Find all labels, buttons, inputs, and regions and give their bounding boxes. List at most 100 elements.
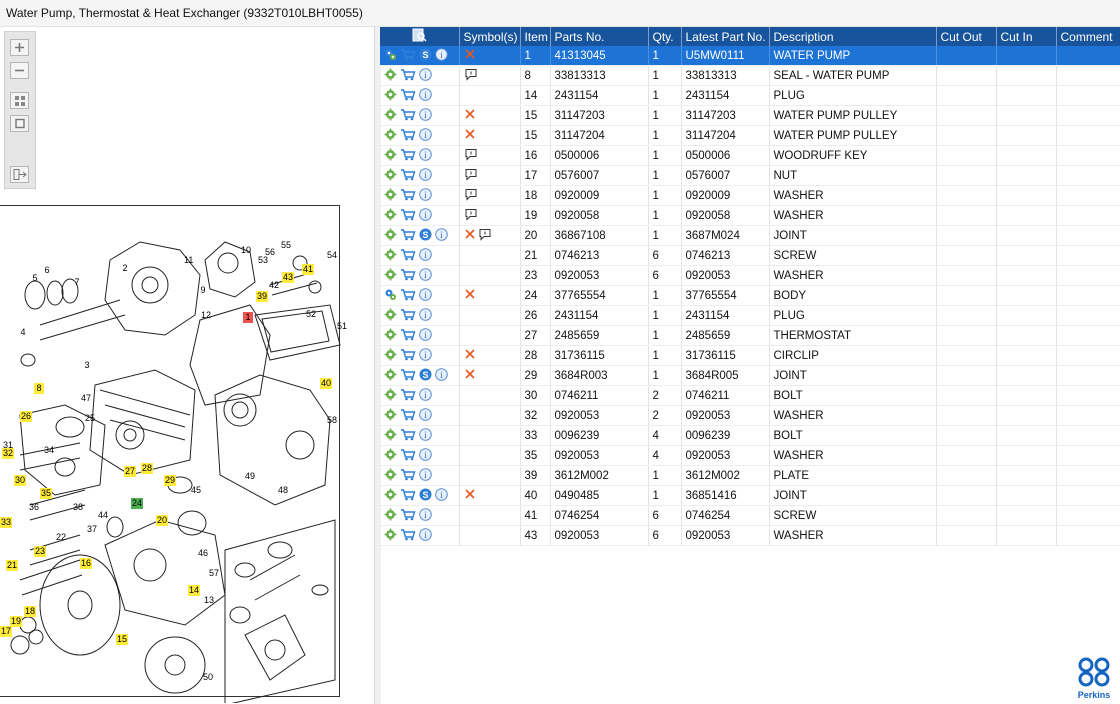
cut-in-cell[interactable] bbox=[996, 265, 1057, 286]
cart-icon[interactable] bbox=[400, 148, 416, 164]
cut-out-cell[interactable] bbox=[936, 285, 997, 306]
cut-out-cell[interactable] bbox=[936, 245, 997, 266]
cut-out-cell[interactable] bbox=[936, 85, 997, 106]
info-icon[interactable]: i bbox=[419, 347, 432, 364]
callout-29[interactable]: 29 bbox=[164, 475, 177, 486]
callout-23[interactable]: 23 bbox=[34, 546, 47, 557]
cut-in-cell[interactable] bbox=[996, 46, 1057, 66]
pane-splitter[interactable] bbox=[374, 27, 381, 704]
cut-out-cell[interactable] bbox=[936, 505, 997, 526]
cart-icon[interactable] bbox=[400, 208, 416, 224]
cut-in-cell[interactable] bbox=[996, 445, 1057, 466]
callout-27[interactable]: 27 bbox=[124, 466, 137, 477]
cut-in-cell[interactable] bbox=[996, 525, 1057, 546]
cut-out-cell[interactable] bbox=[936, 205, 997, 226]
cut-in-cell[interactable] bbox=[996, 85, 1057, 106]
comment-cell[interactable] bbox=[1056, 85, 1120, 106]
fit-to-window-button[interactable] bbox=[10, 92, 29, 109]
info-icon[interactable]: i bbox=[419, 467, 432, 484]
gear-icon[interactable] bbox=[384, 328, 397, 344]
cart-icon[interactable] bbox=[400, 68, 416, 84]
cut-in-cell[interactable] bbox=[996, 165, 1057, 186]
callout-26[interactable]: 26 bbox=[20, 411, 33, 422]
comment-cell[interactable] bbox=[1056, 105, 1120, 126]
column-header-latest-part-no[interactable]: Latest Part No. bbox=[681, 27, 770, 46]
cut-out-cell[interactable] bbox=[936, 105, 997, 126]
callout-20[interactable]: 20 bbox=[156, 515, 169, 526]
comment-cell[interactable] bbox=[1056, 505, 1120, 526]
column-header-cut-out[interactable]: Cut Out bbox=[936, 27, 997, 46]
callout-1[interactable]: 1 bbox=[243, 312, 253, 323]
cut-in-cell[interactable] bbox=[996, 405, 1057, 426]
gear-icon[interactable] bbox=[384, 268, 397, 284]
info-icon[interactable]: i bbox=[435, 227, 448, 244]
cart-icon[interactable] bbox=[400, 328, 416, 344]
cut-in-cell[interactable] bbox=[996, 205, 1057, 226]
cart-icon[interactable] bbox=[400, 108, 416, 124]
callout-28[interactable]: 28 bbox=[141, 463, 154, 474]
comment-cell[interactable] bbox=[1056, 245, 1120, 266]
gear-multi-icon[interactable] bbox=[384, 48, 397, 64]
callout-30[interactable]: 30 bbox=[14, 475, 27, 486]
gear-icon[interactable] bbox=[384, 188, 397, 204]
cut-in-cell[interactable] bbox=[996, 385, 1057, 406]
comment-cell[interactable] bbox=[1056, 165, 1120, 186]
comment-cell[interactable] bbox=[1056, 345, 1120, 366]
note-symbol-icon[interactable] bbox=[464, 168, 478, 184]
callout-14[interactable]: 14 bbox=[188, 585, 201, 596]
gear-icon[interactable] bbox=[384, 68, 397, 84]
gear-icon[interactable] bbox=[384, 168, 397, 184]
cart-icon[interactable] bbox=[400, 348, 416, 364]
gear-icon[interactable] bbox=[384, 388, 397, 404]
gear-icon[interactable] bbox=[384, 348, 397, 364]
gear-icon[interactable] bbox=[384, 368, 397, 384]
cut-in-cell[interactable] bbox=[996, 505, 1057, 526]
cart-icon[interactable] bbox=[400, 528, 416, 544]
supersession-icon[interactable]: S bbox=[419, 48, 432, 64]
cut-out-cell[interactable] bbox=[936, 165, 997, 186]
comment-cell[interactable] bbox=[1056, 185, 1120, 206]
cut-out-cell[interactable] bbox=[936, 485, 997, 506]
cart-icon[interactable] bbox=[400, 128, 416, 144]
cut-in-cell[interactable] bbox=[996, 285, 1057, 306]
cut-in-cell[interactable] bbox=[996, 325, 1057, 346]
zoom-in-button[interactable] bbox=[10, 39, 29, 56]
info-icon[interactable]: i bbox=[419, 267, 432, 284]
info-icon[interactable]: i bbox=[419, 247, 432, 264]
cart-icon[interactable] bbox=[400, 168, 416, 184]
cut-out-cell[interactable] bbox=[936, 365, 997, 386]
callout-43[interactable]: 43 bbox=[282, 272, 295, 283]
cut-in-cell[interactable] bbox=[996, 225, 1057, 246]
info-icon[interactable]: i bbox=[419, 67, 432, 84]
gear-icon[interactable] bbox=[384, 128, 397, 144]
cart-icon[interactable] bbox=[400, 308, 416, 324]
note-symbol-icon[interactable] bbox=[464, 68, 478, 84]
info-icon[interactable]: i bbox=[419, 127, 432, 144]
gear-icon[interactable] bbox=[384, 148, 397, 164]
actual-size-button[interactable] bbox=[10, 115, 29, 132]
callout-8[interactable]: 8 bbox=[34, 383, 44, 394]
info-icon[interactable]: i bbox=[419, 447, 432, 464]
callout-19[interactable]: 19 bbox=[10, 616, 23, 627]
callout-40[interactable]: 40 bbox=[320, 378, 333, 389]
callout-39[interactable]: 39 bbox=[256, 291, 269, 302]
callout-21[interactable]: 21 bbox=[6, 560, 19, 571]
info-icon[interactable]: i bbox=[419, 307, 432, 324]
gear-icon[interactable] bbox=[384, 228, 397, 244]
callout-35[interactable]: 35 bbox=[40, 488, 53, 499]
callout-15[interactable]: 15 bbox=[116, 634, 129, 645]
info-icon[interactable]: i bbox=[419, 187, 432, 204]
comment-cell[interactable] bbox=[1056, 385, 1120, 406]
